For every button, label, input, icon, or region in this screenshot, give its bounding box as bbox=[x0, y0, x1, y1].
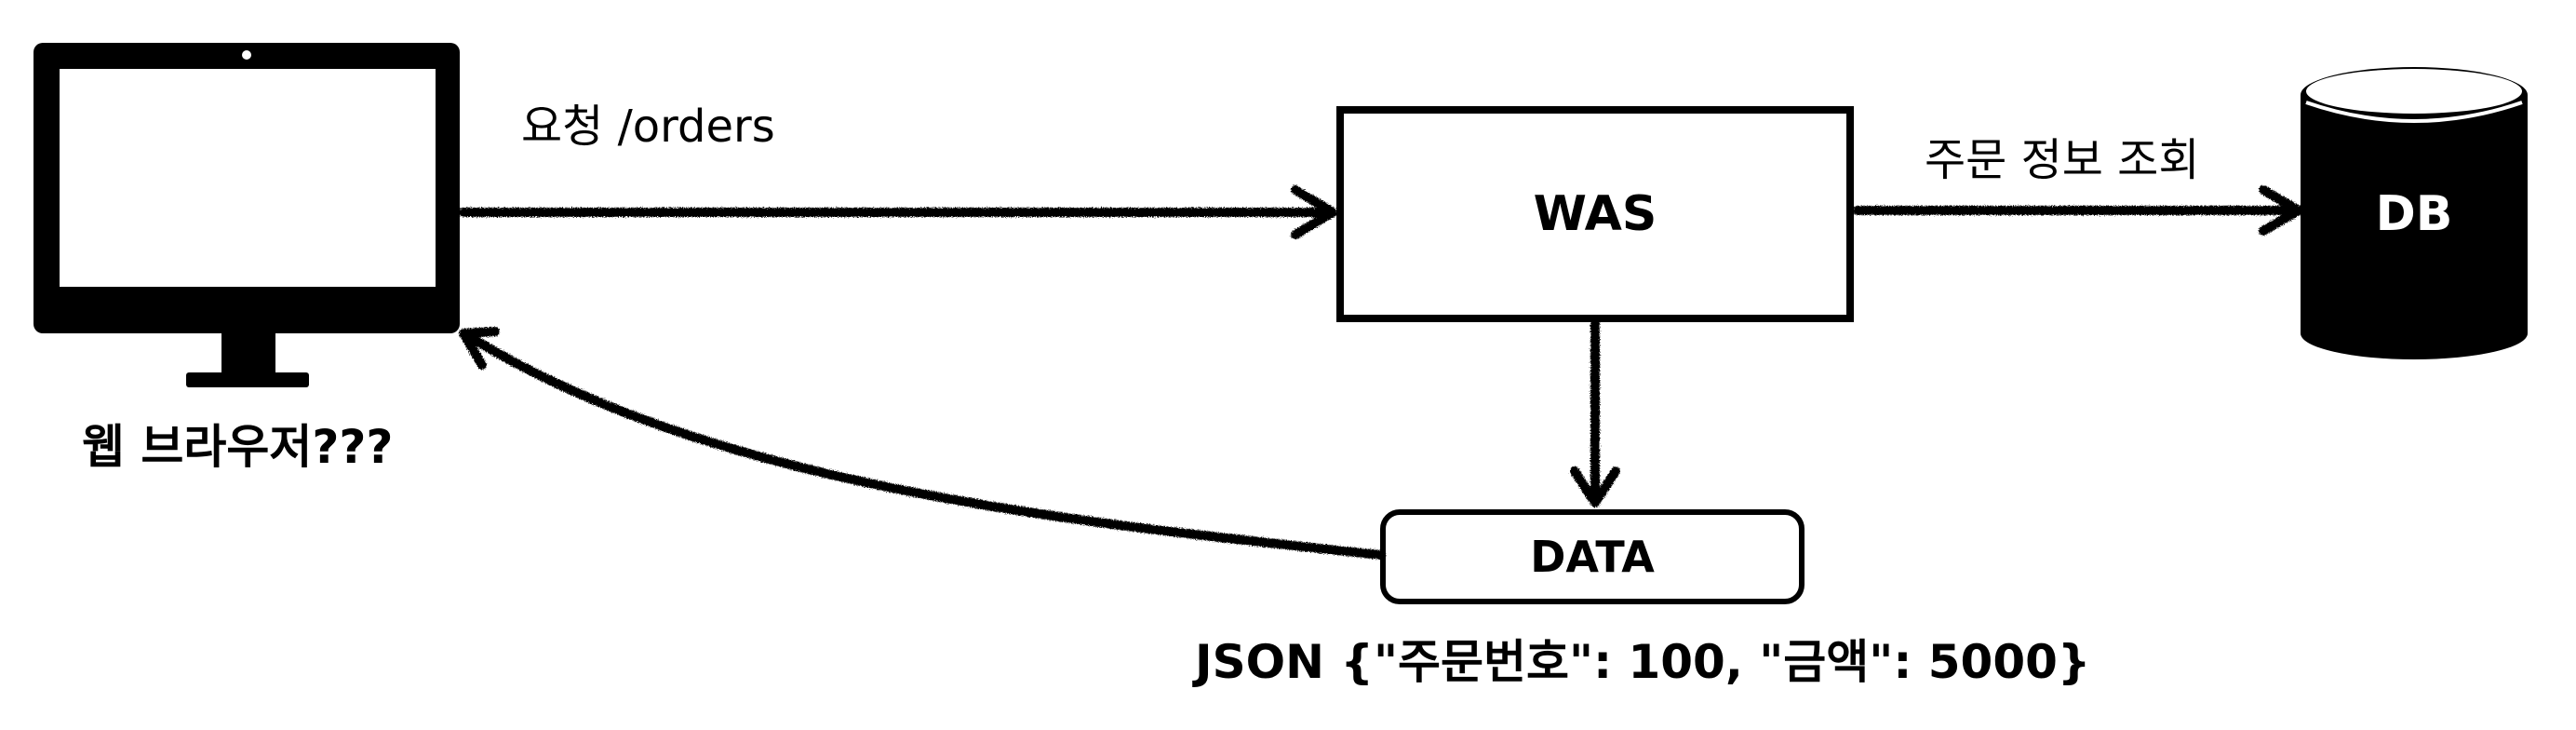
request-label: 요청 /orders bbox=[521, 101, 775, 153]
request-arrow bbox=[459, 185, 1337, 239]
query-arrow bbox=[1853, 185, 2303, 236]
query-label: 주문 정보 조회 bbox=[1925, 134, 2200, 186]
was-box bbox=[1336, 106, 1854, 322]
monitor-neck bbox=[221, 333, 275, 376]
monitor-icon bbox=[34, 43, 460, 387]
db-top-edge bbox=[2305, 101, 2523, 123]
db-label: DB bbox=[2375, 186, 2453, 242]
monitor-screen bbox=[60, 69, 436, 287]
db-top-face bbox=[2306, 69, 2522, 114]
json-payload-label: JSON {"주문번호": 100, "금액": 5000} bbox=[1195, 635, 2091, 689]
monitor-base bbox=[186, 372, 309, 387]
db-bottom bbox=[2301, 307, 2528, 359]
browser-label: 웹 브라우저??? bbox=[82, 420, 394, 474]
response-arrow bbox=[459, 327, 1386, 560]
monitor-camera bbox=[242, 50, 251, 60]
data-label: DATA bbox=[1530, 532, 1655, 582]
was-label: WAS bbox=[1533, 186, 1657, 242]
database-cylinder bbox=[2301, 67, 2528, 359]
db-body bbox=[2301, 95, 2528, 333]
was-to-data-arrow bbox=[1570, 319, 1620, 507]
